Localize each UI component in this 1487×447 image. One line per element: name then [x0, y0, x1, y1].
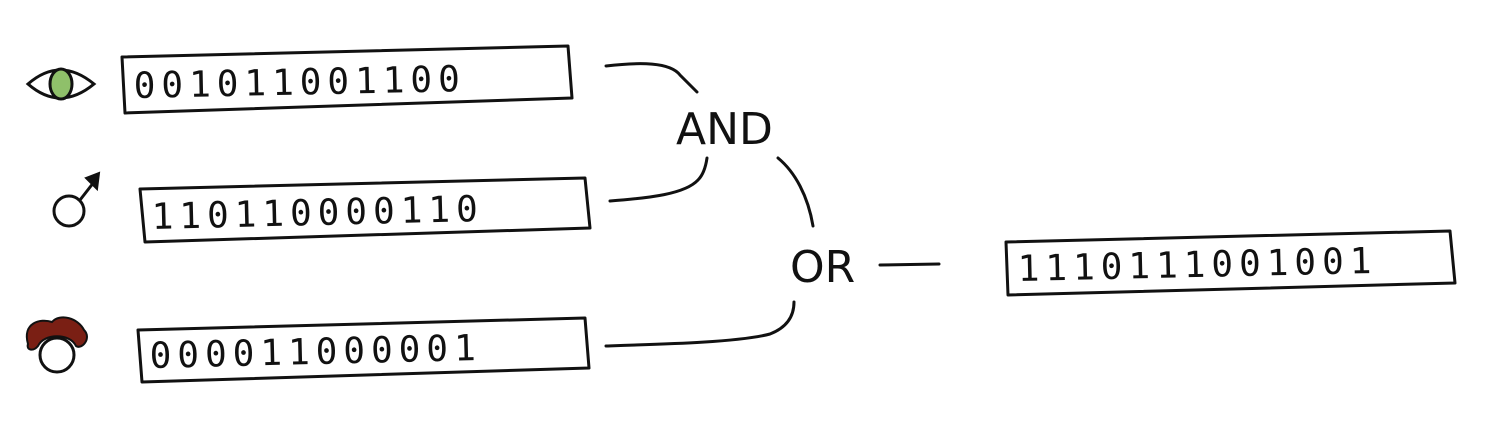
- wire-male-to-and: [608, 156, 709, 203]
- wire-eye-to-and: [604, 62, 699, 94]
- bitstring-male: 110110000110: [151, 189, 484, 238]
- eye-icon: [25, 67, 97, 101]
- wire-and-to-or: [776, 156, 815, 228]
- result-bitstring: 1110111001001: [1017, 241, 1378, 290]
- and-operator-label: AND: [676, 104, 773, 155]
- result-bitstring-box: 1110111001001: [1004, 229, 1457, 297]
- bitstring-box-redhair: 000011000001: [136, 316, 591, 384]
- red-hair-head-icon: [25, 316, 88, 374]
- or-operator-label: OR: [790, 242, 855, 293]
- bitstring-box-eye: 001011001100: [120, 44, 574, 115]
- bitstring-eye: 001011001100: [133, 59, 466, 107]
- bitstring-box-male: 110110000110: [138, 176, 592, 244]
- wire-redhair-to-or: [604, 300, 796, 348]
- bitstring-redhair: 000011000001: [149, 328, 482, 377]
- male-symbol-icon: [52, 171, 101, 228]
- wire-or-to-result: [878, 262, 941, 267]
